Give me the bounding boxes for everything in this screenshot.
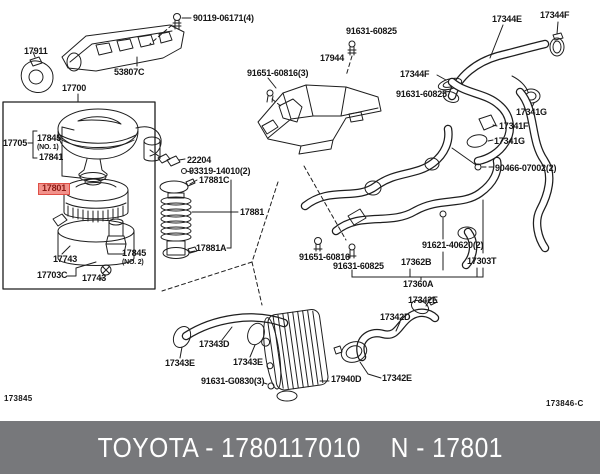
assembly-reference-lines: [161, 165, 347, 306]
part-label-17342e[interactable]: 17342E: [408, 295, 438, 305]
part-label-17342d[interactable]: 17342D: [380, 312, 411, 322]
valve-22204: [149, 149, 192, 174]
part-label-91651-60816-3[interactable]: 91651-60816(3): [247, 68, 309, 78]
part-label-17743[interactable]: 17743: [53, 254, 78, 264]
air-cleaner-cap: [57, 108, 162, 186]
part-label-17343e[interactable]: 17343E: [165, 358, 195, 368]
part-label-91631-60825[interactable]: 91631-60825: [333, 261, 384, 271]
part-label-90119-06171-4[interactable]: 90119-06171(4): [193, 13, 254, 23]
bolt-90466-icon: [451, 147, 495, 171]
bracket-17360a-lines: [351, 199, 484, 281]
part-label-17705[interactable]: 17705: [3, 138, 28, 148]
part-label-17845[interactable]: 17845: [122, 248, 147, 258]
part-label-90466-07002-2[interactable]: 90466-07002(2): [495, 163, 557, 173]
footer-bar: TOYOTA - 1780117010 N - 17801: [0, 421, 600, 474]
part-label-91631-g0830-3[interactable]: 91631-G0830(3): [201, 376, 265, 386]
part-label-17344f[interactable]: 17344F: [540, 10, 570, 20]
canister-17940d: [261, 309, 330, 402]
bolt-91631-top-icon: [345, 40, 357, 77]
part-label-17801[interactable]: 17801: [38, 183, 71, 196]
footer-part-code: N - 17801: [390, 431, 503, 463]
part-label-53807c[interactable]: 53807C: [114, 67, 145, 77]
part-label-17944[interactable]: 17944: [320, 53, 345, 63]
part-label-17341g[interactable]: 17341G: [516, 107, 547, 117]
part-label-22204[interactable]: 22204: [187, 155, 212, 165]
part-label-17743[interactable]: 17743: [82, 273, 107, 283]
part-label-91631-60825[interactable]: 91631-60825: [346, 26, 397, 36]
part-label-91631-60825[interactable]: 91631-60825: [396, 89, 447, 99]
inlet-duct-53807c: [61, 24, 185, 72]
resonator-duct-17944: [257, 84, 382, 155]
footer-catalog-number: TOYOTA - 1780117010: [97, 431, 361, 463]
part-label-17343d[interactable]: 17343D: [199, 339, 230, 349]
part-label-no-1[interactable]: (NO. 1): [37, 144, 59, 151]
part-label-17841[interactable]: 17841: [39, 152, 64, 162]
bolts-91651-91631-icons: [313, 237, 357, 259]
part-label-17911[interactable]: 17911: [24, 46, 48, 56]
part-label-17344e[interactable]: 17344E: [492, 14, 522, 24]
footer-text-group: TOYOTA - 1780117010 N - 17801: [97, 432, 502, 464]
hose-17344e: [442, 24, 550, 103]
filter-case-lower: [52, 213, 135, 279]
part-label-17344f[interactable]: 17344F: [400, 69, 430, 79]
bolt-90119-icon: [149, 13, 192, 45]
diagram-line-art: [2, 13, 565, 402]
part-label-93319-14010-2[interactable]: 93319-14010(2): [189, 166, 251, 176]
part-label-17341g[interactable]: 17341G: [494, 136, 525, 146]
bracket-91651-60816: [266, 77, 303, 123]
clamp-17344f-top: [549, 21, 565, 57]
hose-17342d: [333, 296, 440, 379]
part-label-91621-40620-2[interactable]: 91621-40620(2): [422, 240, 484, 250]
hose-tangle-17360: [300, 87, 554, 270]
part-label-17360a[interactable]: 17360A: [403, 279, 434, 289]
part-label-17881c[interactable]: 17881C: [199, 175, 230, 185]
filter-element-17801: [63, 178, 129, 223]
sheet-code-173845: 173845: [4, 394, 33, 403]
bellows-hose-17881: [159, 178, 239, 259]
part-label-91651-60816[interactable]: 91651-60816: [299, 252, 350, 262]
sheet-code-173846-c: 173846-C: [546, 399, 584, 408]
part-label-17845[interactable]: 17845: [37, 133, 62, 143]
part-label-17303t[interactable]: 17303T: [467, 256, 497, 266]
part-label-17703c[interactable]: 17703C: [37, 270, 68, 280]
part-label-17881a[interactable]: 17881A: [196, 243, 227, 253]
part-label-17341f[interactable]: 17341F: [499, 121, 529, 131]
part-label-17700[interactable]: 17700: [62, 83, 87, 93]
part-label-17343e[interactable]: 17343E: [233, 357, 263, 367]
air-inlet-17911: [20, 51, 54, 93]
detail-box-17700: [2, 93, 156, 290]
part-label-no-2[interactable]: (NO. 2): [122, 259, 144, 266]
hose-17343d: [172, 313, 289, 359]
cap-bracket-lines: [27, 126, 81, 179]
part-label-17940d[interactable]: 17940D: [331, 374, 362, 384]
part-label-17881[interactable]: 17881: [240, 207, 265, 217]
part-label-17362b[interactable]: 17362B: [401, 257, 432, 267]
hose-assembly-17341: [447, 75, 541, 166]
part-label-17342e[interactable]: 17342E: [382, 373, 412, 383]
